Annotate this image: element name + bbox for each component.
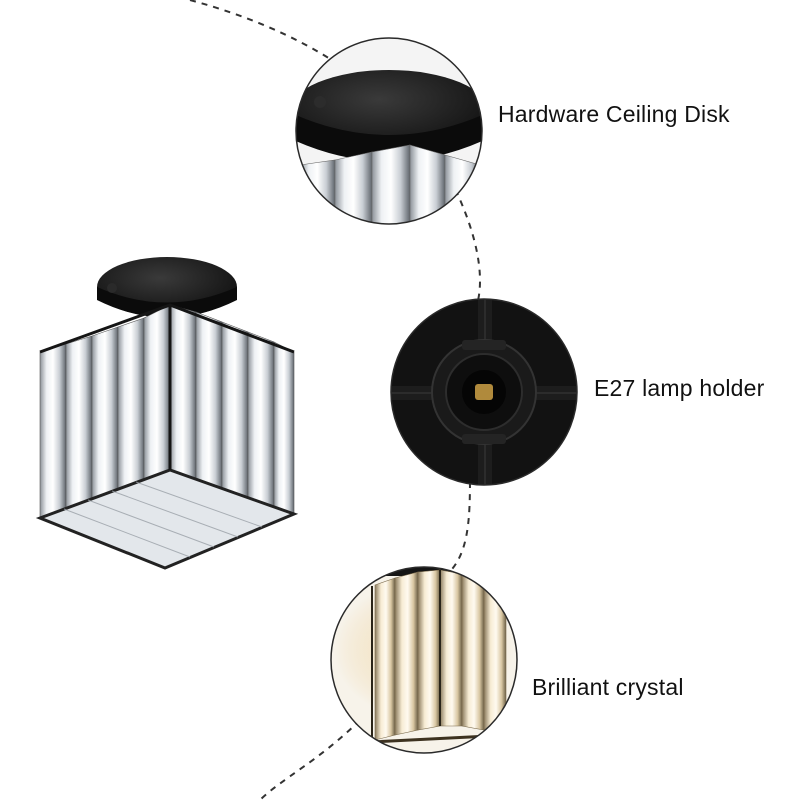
callout-label-ceiling-disk: Hardware Ceiling Disk [498, 101, 730, 127]
dashed-connector-line [189, 0, 481, 800]
crystal-ceiling-lamp-icon [35, 257, 299, 570]
e27-socket-closeup-icon [390, 298, 578, 486]
ceiling-disk-closeup-icon [295, 37, 483, 225]
lit-crystal-closeup-icon [330, 566, 518, 754]
callout-label-crystal: Brilliant crystal [532, 674, 684, 700]
callout-label-lamp-holder: E27 lamp holder [594, 375, 765, 401]
